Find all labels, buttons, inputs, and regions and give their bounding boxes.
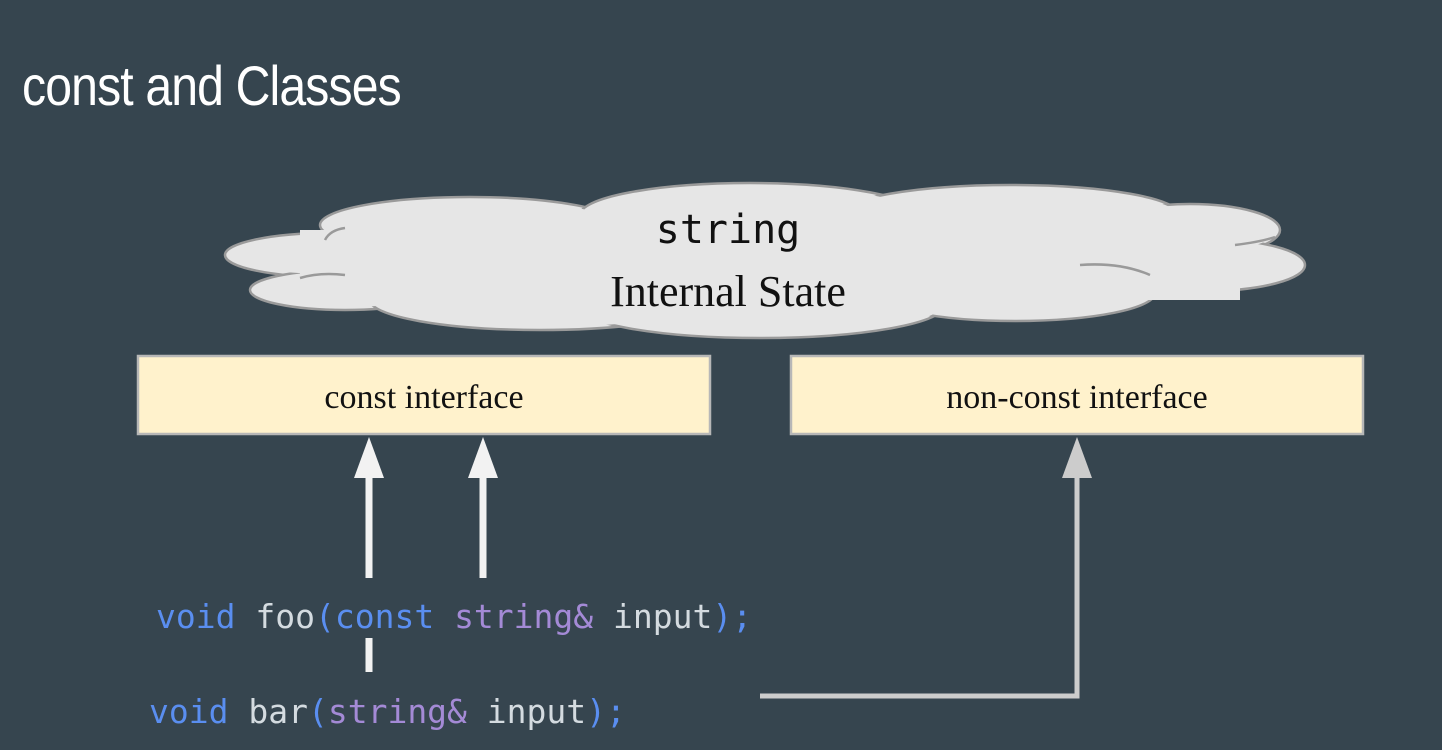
code-line-foo: void foo(const string& input); (156, 597, 752, 637)
const-interface-label: const interface (324, 379, 523, 416)
foo-close: ); (712, 597, 753, 636)
cloud-title-string: string (656, 207, 801, 253)
bar-function-name: bar (248, 692, 308, 731)
bar-open-paren: ( (307, 692, 328, 731)
arrow-foo-right (468, 437, 498, 578)
arrow-bar-to-non-const (760, 437, 1092, 699)
non-const-interface-box (789, 354, 1365, 436)
internal-state-cloud (223, 181, 1307, 340)
bar-close: ); (586, 692, 626, 731)
slide-title: const and Classes (22, 54, 402, 117)
foo-keyword: void (156, 597, 236, 636)
foo-param-type: string& (454, 597, 594, 636)
code-line-bar: void bar(string& input); (149, 692, 626, 732)
non-const-interface-label: non-const interface (946, 379, 1208, 416)
bar-param-name: input (486, 692, 587, 731)
bar-keyword: void (149, 692, 229, 731)
arrow-foo-left (354, 437, 384, 578)
foo-const-qualifier: const (334, 597, 435, 636)
foo-param-name: input (613, 597, 713, 636)
foo-function-name: foo (255, 597, 315, 636)
bar-param-type: string& (327, 692, 467, 731)
cloud-title-internal-state: Internal State (610, 267, 846, 316)
const-interface-box (136, 354, 712, 436)
foo-open-paren: ( (314, 597, 335, 636)
